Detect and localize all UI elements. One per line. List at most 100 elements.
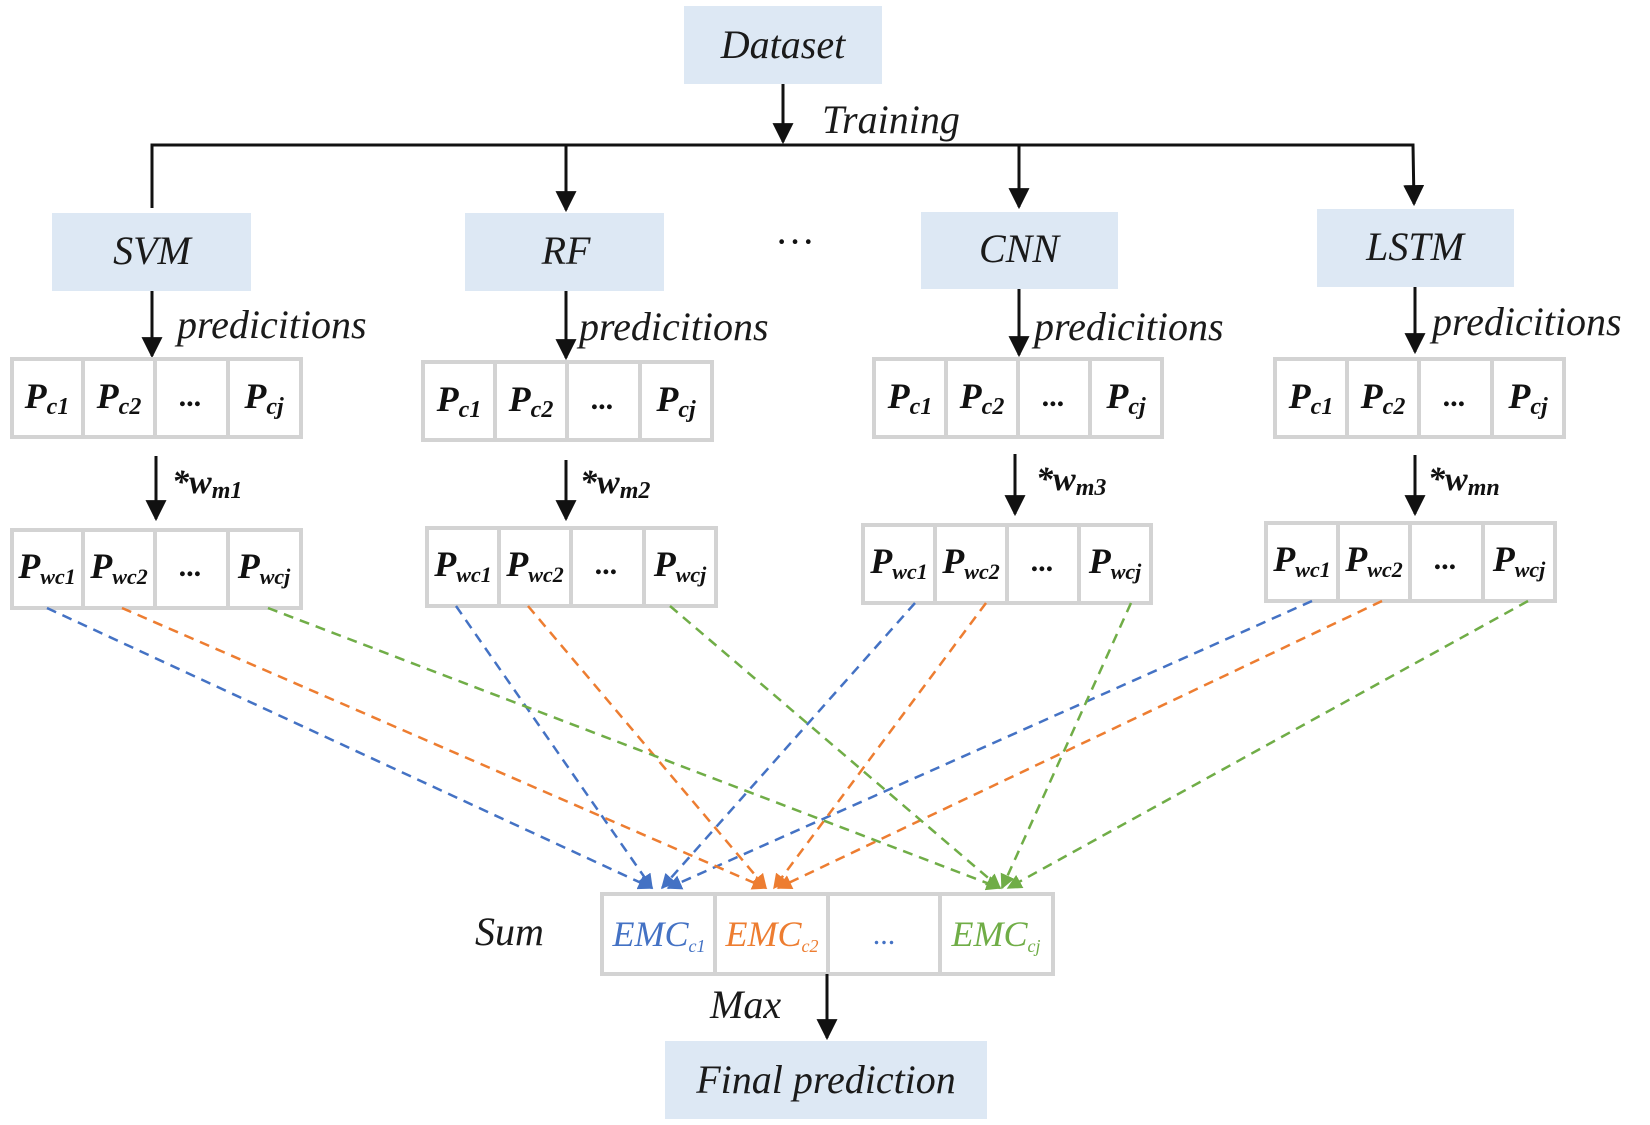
cnn-to-emc-c1-line (661, 602, 916, 890)
svm-label: SVM (113, 228, 193, 273)
pw-cell-dots: ... (596, 548, 619, 581)
lstm-predictions-label: predicitions (1429, 299, 1622, 344)
lstm-pw-row: Pwc1 Pwc2 ... Pwcj (1264, 521, 1557, 603)
pw-cell (933, 523, 1009, 605)
pw-cell-text: Pwcj (1492, 539, 1546, 582)
p-cell-text: Pc1 (887, 376, 933, 420)
p-cell-text: Pc2 (508, 379, 554, 423)
pw-cell (226, 528, 303, 610)
max-connector: Max (709, 974, 838, 1041)
p-cell-text: Pc1 (24, 376, 70, 420)
pw-cell-text: Pwcj (653, 544, 707, 587)
cnn-box (921, 212, 1118, 289)
lstm-to-emc-c2-line (776, 599, 1383, 890)
cnn-weight-label: *wm3 (1036, 461, 1106, 501)
svm-pw-row: Pwc1 Pwc2 ... Pwcj (10, 528, 303, 610)
pw-cell-text: Pwc1 (1272, 539, 1330, 582)
rf-pw-row: Pwc1 Pwc2 ... Pwcj (425, 526, 718, 608)
pw-cell (497, 526, 573, 608)
max-label: Max (709, 982, 781, 1027)
p-cell (81, 357, 157, 439)
emc-c2-text: EMCc2 (725, 914, 819, 956)
models-ellipsis: ··· (775, 219, 815, 264)
p-cell-text: Pcj (655, 379, 696, 423)
p-cell (153, 357, 230, 439)
training-label: Training (822, 97, 960, 142)
rf-predictions-label: predicitions (576, 304, 769, 349)
model-nodes: SVM RF ··· CNN LSTM (52, 209, 1514, 291)
dataset-label: Dataset (720, 22, 846, 67)
rf-label: RF (541, 228, 591, 273)
pw-cell (861, 523, 937, 605)
lstm-p-row: Pc1 Pc2 ... Pcj (1273, 357, 1566, 439)
final-prediction-label: Final prediction (695, 1057, 956, 1102)
training-connector: Training (150, 84, 1425, 213)
pw-cell-text: Pwc2 (89, 546, 147, 589)
svm-p-row: Pc1 Pc2 ... Pcj (10, 357, 303, 439)
pw-cell-text: Pwc2 (1344, 539, 1402, 582)
pw-cell (10, 528, 85, 610)
p-cell (10, 357, 85, 439)
pw-cell-text: Pwcj (237, 546, 291, 589)
p-cell-text: Pcj (243, 376, 284, 420)
emc-cell (938, 892, 1055, 976)
p-cell-dots: ... (1444, 380, 1467, 413)
svm-weight-label: *wm1 (172, 464, 242, 504)
emc-cell (713, 892, 830, 976)
p-cell-text: Pcj (1507, 376, 1548, 420)
p-cell-text: Pc2 (959, 376, 1005, 420)
lstm-to-emc-cj-line (1006, 599, 1529, 890)
final-prediction-node: Final prediction (665, 1041, 987, 1119)
p-cell (1490, 357, 1566, 439)
lstm-label: LSTM (1365, 224, 1466, 269)
pw-cell (642, 526, 718, 608)
pw-cell (1481, 521, 1557, 603)
weight-connectors: *wm1 *wm2 *wm3 *wmn (145, 454, 1500, 522)
p-cell-text: Pc1 (1288, 376, 1334, 420)
rf-p-row: Pc1 Pc2 ... Pcj (421, 360, 714, 442)
pw-cell-text: Pwc1 (433, 544, 491, 587)
pw-cell-dots: ... (1435, 543, 1458, 576)
pw-cell-dots: ... (180, 550, 203, 583)
cnn-p-row: Pc1 Pc2 ... Pcj (872, 357, 1164, 439)
pw-cell-text: Pwc2 (505, 544, 563, 587)
p-cell (421, 360, 497, 442)
svm-predictions-label: predicitions (174, 302, 367, 347)
p-cell (226, 357, 303, 439)
p-cell (638, 360, 714, 442)
p-cell-dots: ... (592, 383, 615, 416)
cnn-predictions-label: predicitions (1031, 304, 1224, 349)
p-cell-dots: ... (180, 380, 203, 413)
pw-cell (153, 528, 230, 610)
lstm-weight-label: *wmn (1428, 461, 1500, 501)
p-cell-dots: ... (1043, 380, 1066, 413)
rf-to-emc-c1-line (454, 605, 654, 890)
pw-cell (1077, 523, 1153, 605)
pw-cell-dots: ... (1032, 545, 1055, 578)
rf-to-emc-c2-line (527, 605, 767, 890)
emc-c1-text: EMCc1 (612, 914, 706, 956)
pw-cell (81, 528, 157, 610)
svm-to-emc-cj-line (267, 606, 1002, 891)
cnn-pw-row: Pwc1 Pwc2 ... Pwcj (861, 523, 1153, 605)
dataset-node: Dataset (684, 6, 882, 84)
p-cell-text: Pc2 (1360, 376, 1406, 420)
pw-rows: Pwc1 Pwc2 ... Pwcj Pwc1 Pwc2 ... Pwcj Pw… (10, 521, 1557, 610)
pw-cell-text: Pwc1 (869, 541, 927, 584)
pw-cell-text: Pwc2 (941, 541, 999, 584)
final-prediction-box (665, 1041, 987, 1119)
rf-to-emc-cj-line (669, 605, 1002, 889)
emc-row: EMCc1 EMCc2 ... EMCcj (600, 892, 1055, 976)
cnn-to-emc-cj-line (1000, 602, 1133, 890)
p-cell-text: Pc1 (436, 379, 482, 423)
dataset-box (684, 6, 882, 84)
rf-weight-label: *wm2 (580, 464, 650, 504)
p-cell-text: Pcj (1105, 376, 1146, 420)
svm-box (52, 213, 251, 291)
svm-to-emc-c1-line (46, 606, 654, 890)
pw-cell-text: Pwcj (1088, 541, 1142, 584)
p-cell (1016, 357, 1092, 439)
cnn-label: CNN (979, 226, 1061, 271)
p-cell (1345, 357, 1421, 439)
